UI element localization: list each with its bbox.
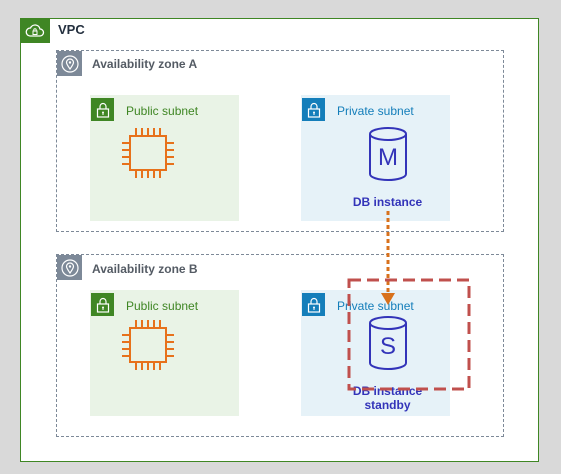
padlock-icon bbox=[302, 293, 325, 316]
zone-a-public-subnet bbox=[90, 95, 239, 221]
standby-highlight-box bbox=[347, 278, 471, 391]
db-master-letter: M bbox=[378, 144, 398, 171]
ec2-instance-icon bbox=[120, 127, 176, 179]
zone-a-private-subnet bbox=[301, 95, 450, 221]
database-cylinder-icon bbox=[367, 126, 409, 184]
padlock-icon bbox=[302, 98, 325, 121]
location-pin-icon bbox=[57, 255, 82, 280]
zone-b-private-subnet-title: Private subnet bbox=[337, 299, 414, 313]
zone-b-private-subnet bbox=[301, 290, 450, 416]
vpc-cloud-icon bbox=[20, 18, 50, 43]
database-cylinder-icon bbox=[367, 315, 409, 373]
ec2-instance-icon bbox=[120, 319, 176, 371]
db-instance-label: DB instance bbox=[352, 195, 423, 209]
zone-a-title: Availability zone A bbox=[92, 57, 198, 71]
padlock-icon bbox=[91, 98, 114, 121]
zone-a-private-subnet-title: Private subnet bbox=[337, 104, 414, 118]
db-standby-letter: S bbox=[379, 333, 396, 360]
padlock-icon bbox=[91, 293, 114, 316]
replication-arrow bbox=[381, 211, 395, 305]
zone-b-public-subnet-title: Public subnet bbox=[126, 299, 199, 313]
zone-b-title: Availability zone B bbox=[92, 262, 198, 276]
zone-b-public-subnet bbox=[90, 290, 239, 416]
db-standby-label: standby bbox=[364, 398, 411, 412]
vpc-title: VPC bbox=[58, 22, 85, 37]
location-pin-icon bbox=[57, 51, 82, 76]
zone-a-public-subnet-title: Public subnet bbox=[126, 104, 199, 118]
